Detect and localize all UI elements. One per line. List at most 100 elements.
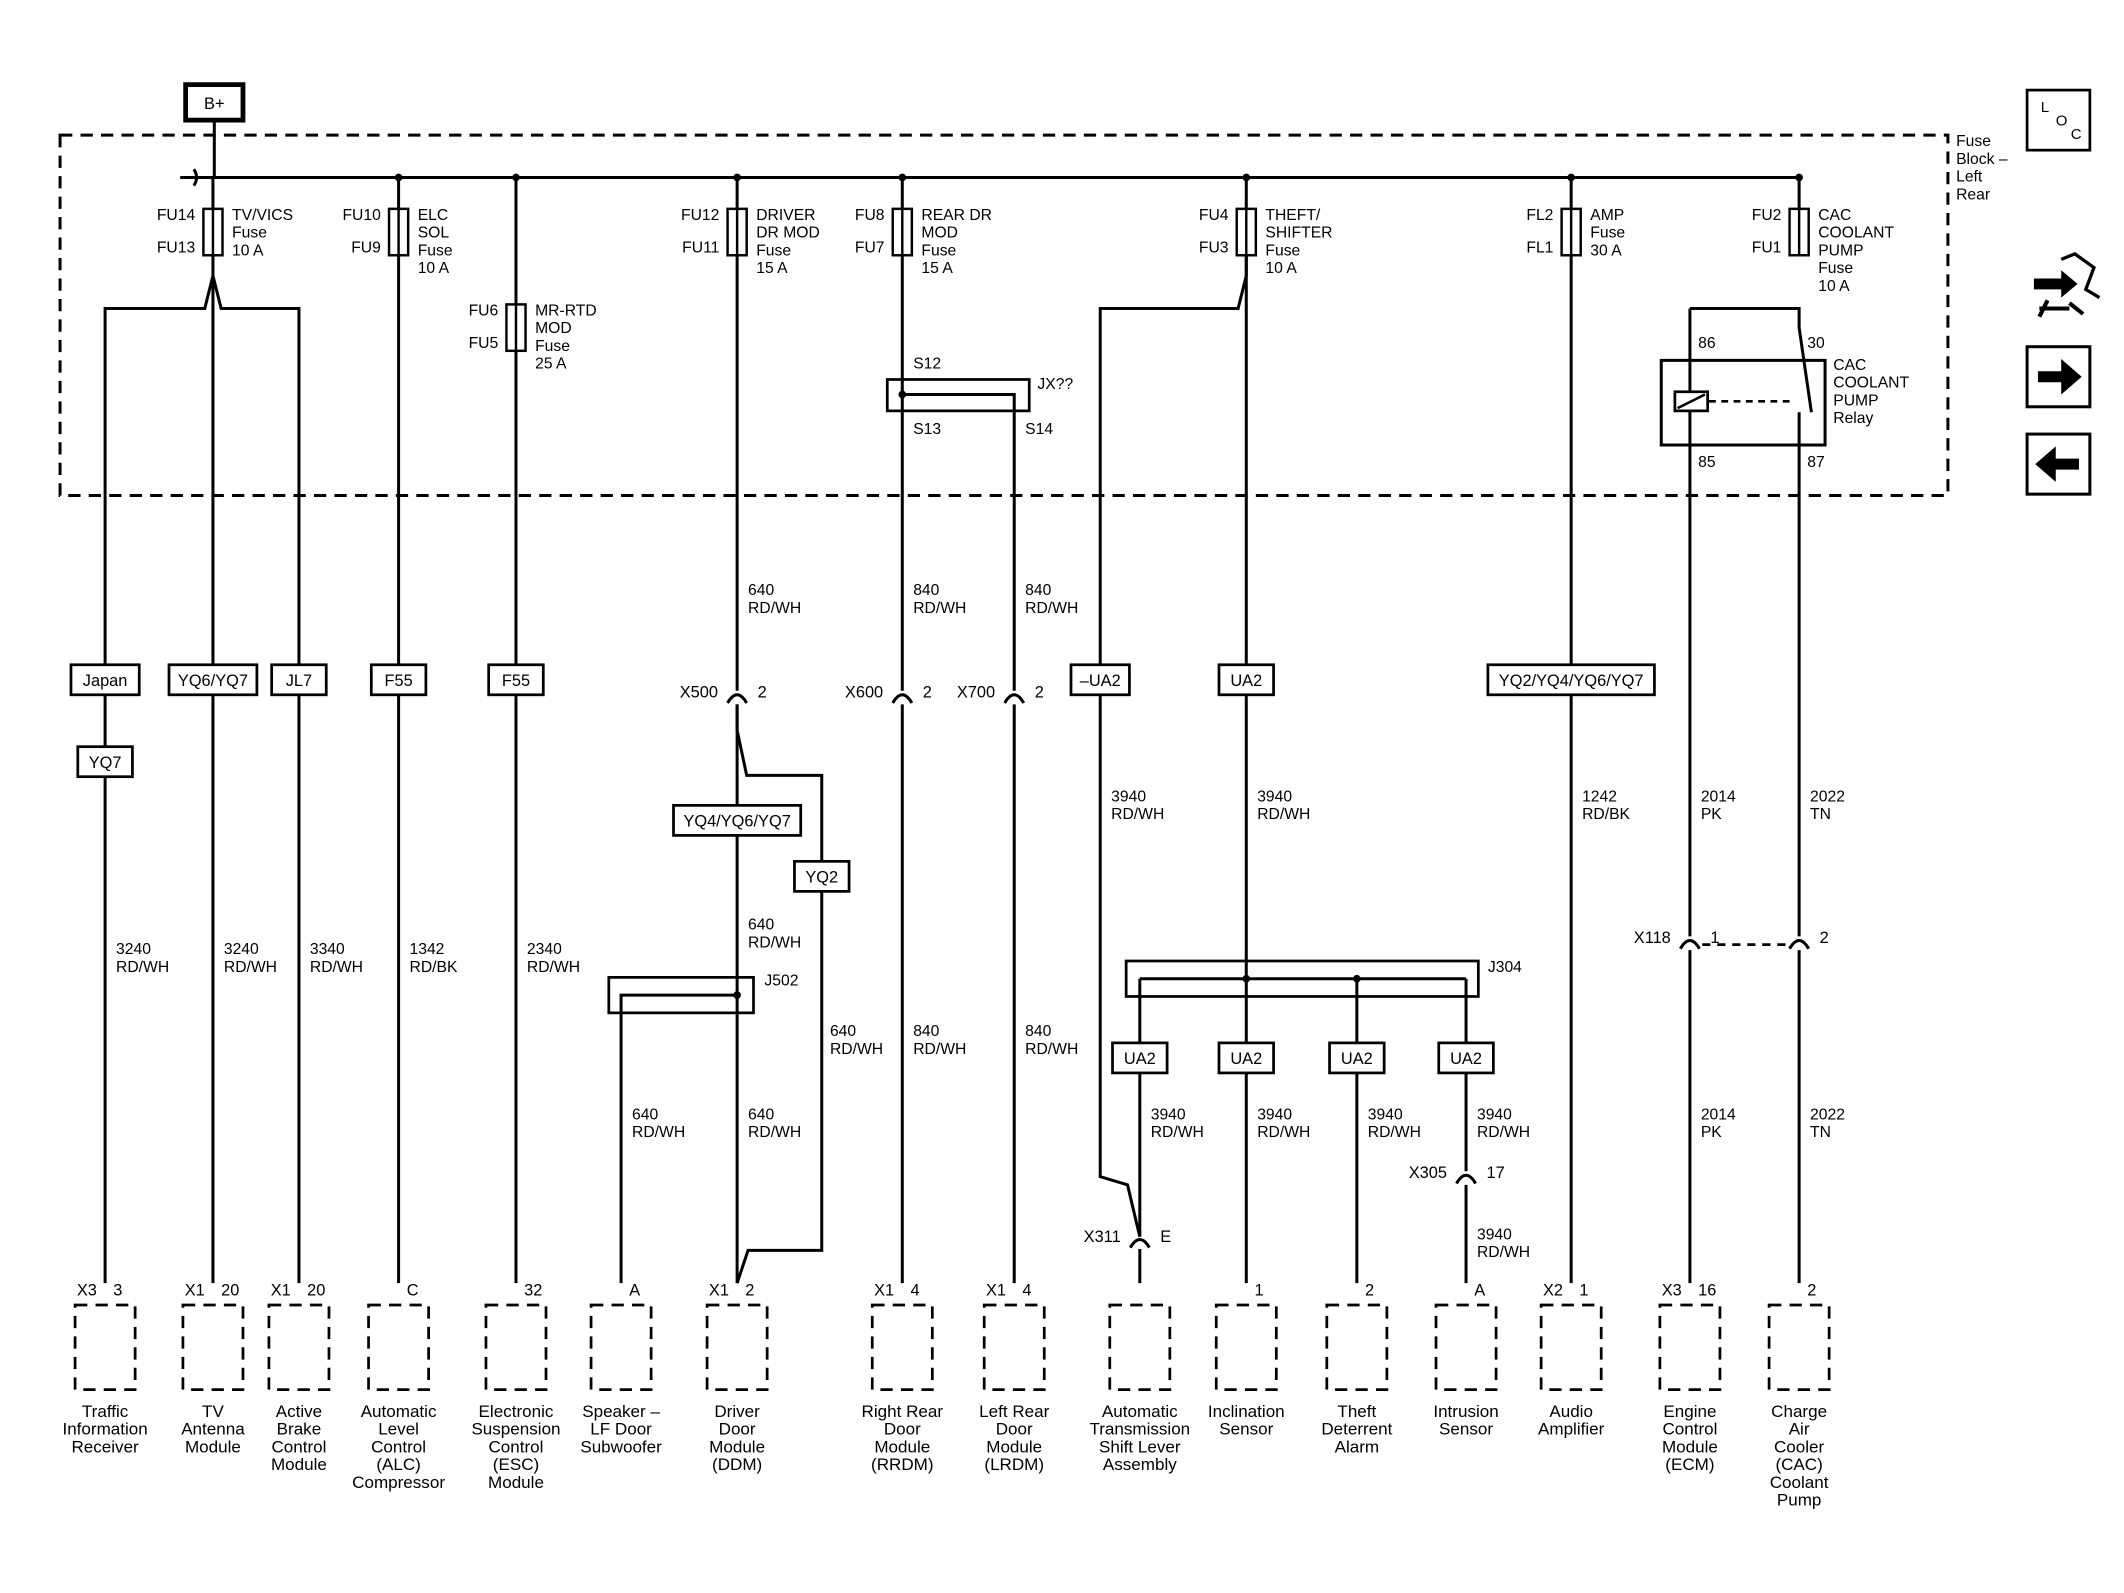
wire-circuit: 640: [748, 582, 774, 599]
wire-circuit: 3940: [1257, 788, 1292, 805]
wire-color: RD/WH: [1111, 806, 1164, 823]
wire-circuit: 3940: [1368, 1106, 1403, 1123]
option-label: YQ2/YQ4/YQ6/YQ7: [1499, 672, 1644, 690]
wire-circuit: 840: [1025, 582, 1051, 599]
component-name: Amplifier: [1538, 1420, 1605, 1439]
fuse-name: Fuse: [1818, 260, 1853, 277]
fuse-name: TV/VICS: [232, 207, 293, 224]
component-name: Compressor: [352, 1473, 445, 1492]
connector-name: X700: [957, 684, 995, 702]
wire-circuit: 2022: [1810, 788, 1845, 805]
fuse-top-label: FU6: [469, 302, 499, 319]
option-box: [672, 804, 803, 837]
fuse-bottom-label: FU3: [1199, 240, 1229, 257]
component-name: Control: [371, 1437, 426, 1456]
power-label: B+: [204, 95, 224, 113]
fuse-bottom-label: FU5: [469, 335, 499, 352]
component-connector: X3: [77, 1281, 97, 1299]
connector-name: X311: [1084, 1228, 1121, 1246]
fuse-name: 10 A: [1818, 278, 1850, 295]
option-box: [270, 663, 328, 697]
component-pin: A: [629, 1281, 640, 1299]
component-pin: 20: [307, 1281, 325, 1299]
fuse-name: 10 A: [418, 260, 450, 277]
connector-name: X500: [680, 684, 718, 702]
fuse-name: Fuse: [1590, 225, 1625, 242]
splice-label: S12: [913, 356, 941, 373]
component-name: Module: [488, 1473, 544, 1492]
fuse-name: DR MOD: [756, 225, 820, 242]
option-box: [76, 745, 134, 779]
component-pin: A: [1474, 1281, 1485, 1299]
fuse-name: 30 A: [1590, 242, 1622, 259]
option-label: UA2: [1230, 1050, 1262, 1068]
option-box: [1486, 663, 1656, 697]
relay-pin: 86: [1698, 335, 1716, 352]
fuse-name: 15 A: [921, 260, 953, 277]
component-name: (RRDM): [871, 1455, 934, 1474]
wire-circuit: 640: [748, 917, 774, 934]
wire-circuit: 2340: [527, 941, 562, 958]
relay-box: [1659, 358, 1827, 447]
component-name: Air: [1789, 1420, 1810, 1439]
component-name: Information: [62, 1420, 147, 1439]
component-box: [1767, 1303, 1831, 1391]
component-name: Deterrent: [1321, 1420, 1392, 1439]
wire-color: PK: [1701, 1124, 1722, 1141]
component-name: TV: [202, 1402, 224, 1421]
relay-name: Relay: [1833, 410, 1873, 427]
fuse-name: Fuse: [756, 242, 791, 259]
component-name: Sensor: [1219, 1420, 1273, 1439]
component-pin: C: [407, 1281, 419, 1299]
option-box: [1328, 1041, 1386, 1075]
fuse-top-label: FU10: [342, 207, 381, 224]
splice-dot: [394, 173, 403, 182]
wire-circuit: 3340: [310, 941, 345, 958]
fuse-bottom-label: FL1: [1526, 240, 1553, 257]
wire: [1098, 255, 1248, 1238]
component-name: Active: [276, 1402, 322, 1421]
loc-icon-letter: L: [2041, 99, 2049, 116]
relay-pin: 85: [1698, 454, 1716, 471]
wire-circuit: 3940: [1477, 1106, 1512, 1123]
component-box: [181, 1303, 245, 1391]
fuse-top-label: FU12: [681, 207, 719, 224]
splice-j502: [607, 976, 755, 1015]
splice-dot: [1795, 173, 1803, 182]
wire: [103, 255, 215, 1284]
component-name: Control: [489, 1437, 544, 1456]
component-pin: 16: [1698, 1281, 1716, 1299]
connector-symbol: [726, 693, 748, 704]
wire-color: RD/WH: [1477, 1124, 1530, 1141]
connector-name: X600: [845, 684, 883, 702]
wire-color: RD/BK: [410, 959, 458, 976]
component-connector: X1: [185, 1281, 205, 1299]
fuse-name: 10 A: [232, 242, 264, 259]
fuse-bottom-label: FU7: [855, 240, 885, 257]
splice-dot: [898, 173, 907, 182]
connector-pin: 2: [1035, 684, 1044, 702]
wire-circuit: 640: [830, 1023, 856, 1040]
wire-circuit: 2014: [1701, 788, 1736, 805]
fuse-block-outline: [58, 133, 1950, 498]
option-label: YQ2: [805, 868, 838, 886]
loc-icon-letter: C: [2071, 126, 2082, 143]
connector-view-icon: [2060, 252, 2101, 299]
fuse-name: SOL: [418, 225, 450, 242]
relay-coil-stroke: [1677, 393, 1706, 410]
connector-name: X305: [1409, 1164, 1447, 1182]
component-name: Module: [874, 1437, 930, 1456]
option-box: [69, 663, 141, 697]
splice-dot: [1242, 173, 1251, 182]
component-pin: 1: [1579, 1281, 1588, 1299]
component-connector: X1: [271, 1281, 291, 1299]
option-label: –UA2: [1080, 672, 1121, 690]
component-name: Intrusion: [1433, 1402, 1498, 1421]
component-name: Charge: [1771, 1402, 1827, 1421]
component-name: Alarm: [1335, 1437, 1380, 1456]
component-box: [1214, 1303, 1278, 1391]
component-pin: 2: [1365, 1281, 1374, 1299]
component-name: Assembly: [1103, 1455, 1177, 1474]
fuse-name: DRIVER: [756, 207, 815, 224]
